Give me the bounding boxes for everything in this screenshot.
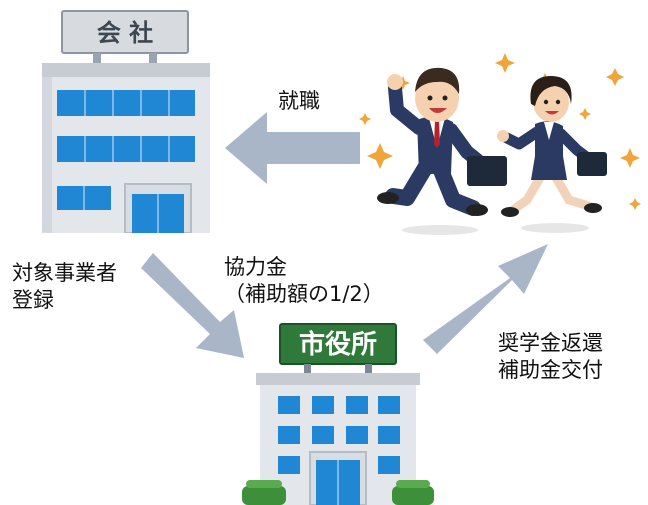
employment-label: 就職 bbox=[278, 89, 320, 113]
company-sign-text: 会 社 bbox=[97, 19, 153, 47]
briefcase-icon bbox=[467, 156, 507, 186]
company-window bbox=[57, 90, 195, 116]
new-employees-illustration bbox=[359, 53, 641, 235]
company-building: 会 社 bbox=[42, 10, 210, 233]
cooperation-label: 協力金 （補助額の1/2） bbox=[224, 255, 384, 306]
running-man bbox=[377, 67, 507, 216]
subsidy-arrow bbox=[423, 244, 548, 354]
subsidy-label: 奨学金返還 補助金交付 bbox=[498, 331, 603, 382]
employment-arrow bbox=[225, 112, 360, 184]
registration-label: 対象事業者 登録 bbox=[12, 261, 117, 312]
briefcase-icon bbox=[577, 152, 607, 176]
registration-arrow bbox=[141, 253, 244, 358]
city-hall-windows bbox=[278, 396, 400, 474]
company-window bbox=[57, 136, 195, 162]
running-woman bbox=[497, 76, 607, 217]
city-hall-sign-text: 市役所 bbox=[299, 329, 377, 360]
city-hall-building: 市役所 bbox=[242, 323, 434, 505]
